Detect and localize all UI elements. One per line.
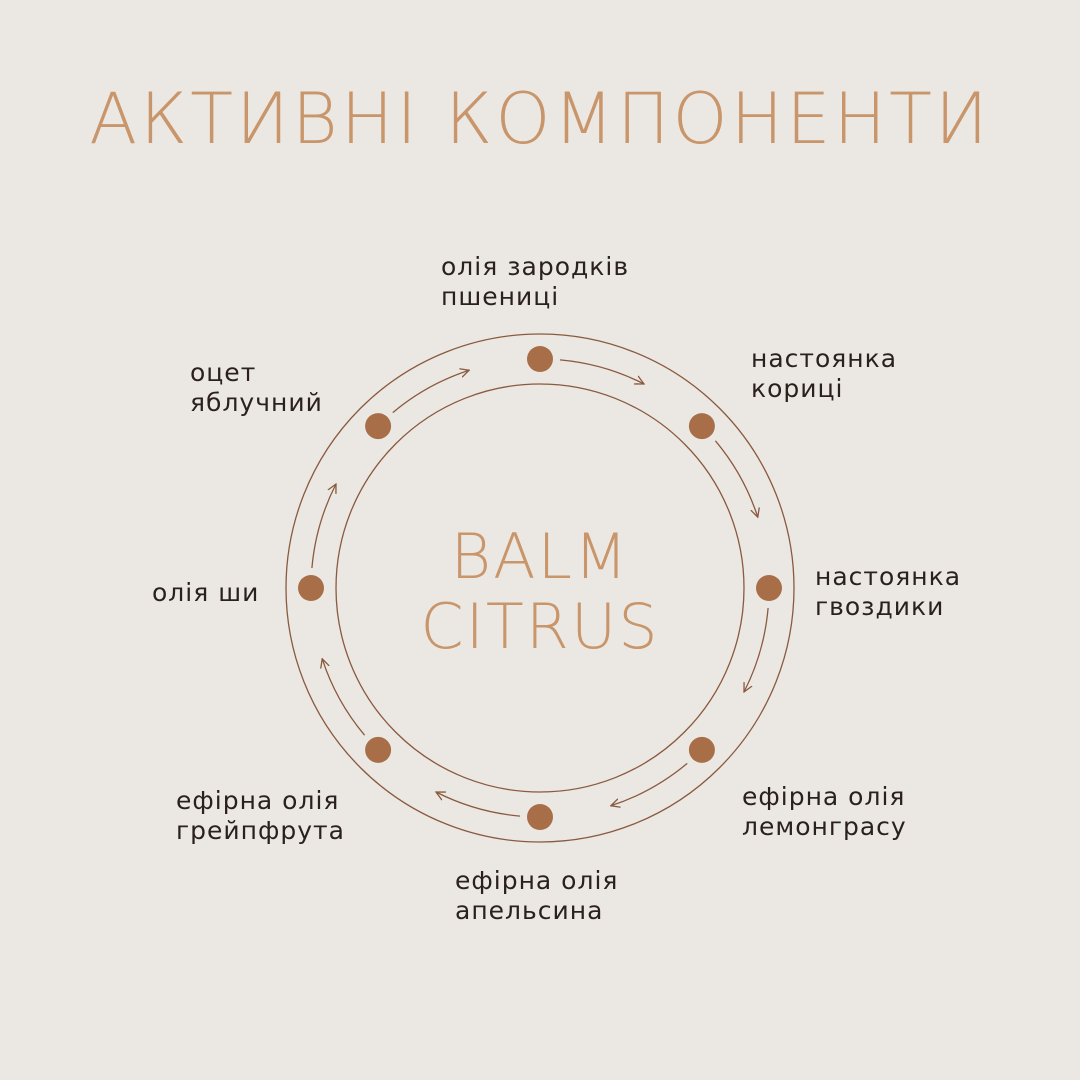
component-label-wheat-germ-oil: олія зародків пшениці: [441, 252, 629, 312]
component-dot: [298, 575, 324, 601]
component-label-line2: лемонграсу: [742, 812, 907, 841]
component-dot: [688, 413, 715, 440]
component-label-line1: настоянка: [751, 344, 898, 373]
component-label-line1: ефірна олія: [742, 782, 906, 811]
cycle-arrows: [311, 359, 769, 817]
component-label-clove-tincture: настоянка гвоздики: [815, 562, 961, 622]
component-label-shea-oil: олія ши: [152, 578, 259, 608]
component-label-apple-vinegar: оцет яблучний: [190, 358, 323, 418]
outer-ring: [285, 333, 795, 843]
product-name: BALM CITRUS: [340, 522, 740, 662]
cycle-arrow: [744, 607, 769, 692]
inner-ring: [335, 383, 745, 793]
component-label-line1: оцет: [190, 358, 257, 387]
component-label-line2: гвоздики: [815, 592, 945, 621]
component-label-grapefruit-oil: ефірна олія грейпфрута: [176, 786, 345, 846]
component-label-line2: грейпфрута: [176, 816, 345, 845]
product-name-line2: CITRUS: [420, 590, 660, 663]
component-label-lemongrass-oil: ефірна олія лемонграсу: [742, 782, 907, 842]
component-label-line1: ефірна олія: [455, 866, 619, 895]
component-dots: [298, 346, 782, 830]
component-label-line1: олія ши: [152, 578, 260, 607]
component-label-line2: яблучний: [190, 388, 323, 417]
component-label-line1: олія зародків: [441, 252, 630, 281]
component-label-orange-oil: ефірна олія апельсина: [455, 866, 618, 926]
component-dot: [365, 413, 392, 440]
cycle-arrow: [611, 762, 688, 805]
cycle-arrow: [311, 484, 336, 569]
cycle-arrow: [322, 659, 366, 736]
component-label-cinnamon-tincture: настоянка кориці: [751, 344, 897, 404]
component-label-line2: пшениці: [441, 282, 560, 311]
component-label-line2: кориці: [751, 374, 844, 403]
component-label-line1: настоянка: [815, 562, 962, 591]
cycle-arrow: [436, 792, 521, 817]
page-title: АКТИВНІ КОМПОНЕНТИ: [89, 78, 991, 160]
cycle-arrow: [392, 370, 469, 414]
cycle-arrow: [559, 359, 644, 384]
component-label-line1: ефірна олія: [176, 786, 340, 815]
component-dot: [688, 736, 715, 763]
cycle-arrow: [714, 440, 757, 517]
component-dot: [527, 346, 553, 372]
component-dot: [756, 575, 782, 601]
component-dot: [365, 736, 392, 763]
component-label-line2: апельсина: [455, 896, 604, 925]
component-dot: [527, 804, 553, 830]
product-name-line1: BALM: [450, 520, 630, 593]
